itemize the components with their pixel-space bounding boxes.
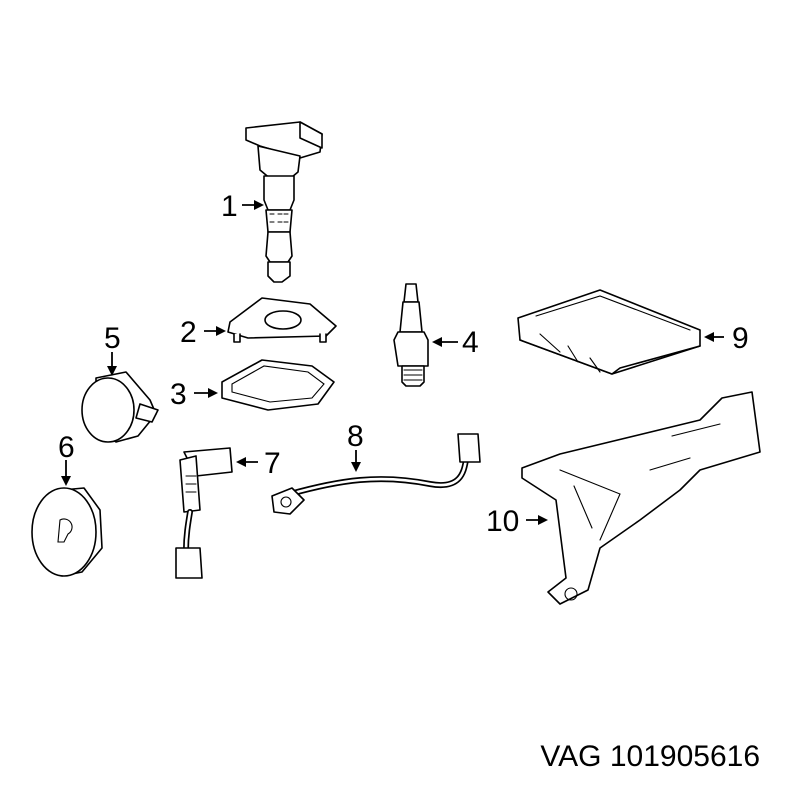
callout-10: 10 [486, 505, 519, 538]
spark-plug [393, 283, 429, 387]
mounting-bracket [521, 391, 761, 605]
coil-mounting-plate [227, 297, 337, 343]
part-number-label: VAG 101905616 [540, 740, 760, 773]
callout-1: 1 [221, 190, 238, 223]
callout-4: 4 [462, 326, 479, 359]
sensor-harness [271, 433, 481, 515]
callout-7: 7 [264, 447, 281, 480]
leader-lines [61, 200, 724, 525]
callout-2: 2 [180, 316, 197, 349]
control-unit [517, 289, 701, 375]
position-sensor [175, 447, 233, 579]
ignition-coil [245, 121, 323, 283]
callout-8: 8 [347, 420, 364, 453]
round-sensor [31, 487, 103, 577]
callout-9: 9 [732, 322, 749, 355]
callout-3: 3 [170, 378, 187, 411]
callout-5: 5 [104, 322, 121, 355]
gasket [221, 359, 335, 411]
knock-sensor [81, 371, 159, 443]
callout-6: 6 [58, 431, 75, 464]
